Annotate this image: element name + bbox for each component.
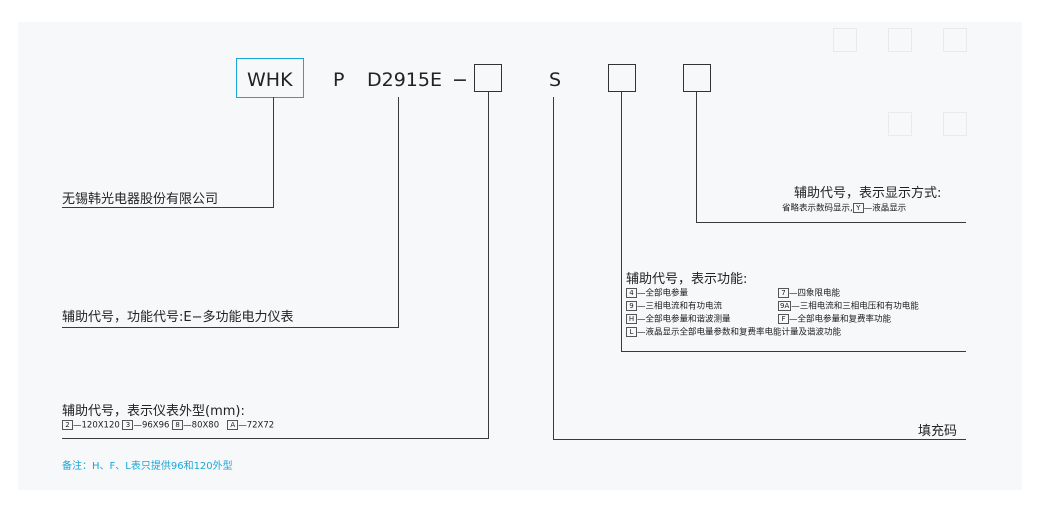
function-item-text: —液晶显示全部电量参数和复费率电能计量及谐波功能: [637, 327, 842, 338]
company-label: 无锡韩光电器股份有限公司: [62, 192, 219, 207]
decorative-square: [888, 28, 912, 52]
size-option-text: —72X72: [238, 420, 275, 431]
connector-line: [553, 439, 966, 441]
connector-line: [696, 92, 698, 223]
function-item-text: —四象限电能: [789, 288, 841, 299]
function-code-label: 辅助代号，功能代号:E−多功能电力仪表: [62, 310, 294, 325]
size-option-text: —96X96: [133, 420, 170, 431]
whk-highlight-box: [236, 58, 304, 98]
connector-line: [62, 438, 489, 440]
function-item: L—液晶显示全部电量参数和复费率电能计量及谐波功能: [626, 327, 841, 339]
size-code-badge: 8: [172, 420, 184, 430]
function-title: 辅助代号，表示功能:: [626, 272, 748, 287]
size-title: 辅助代号，表示仪表外型(mm):: [62, 404, 245, 419]
size-code-box: [474, 64, 502, 92]
function-item-text: —全部电参量和谐波测量: [637, 314, 731, 325]
function-item: F—全部电参量和复费率功能: [778, 314, 891, 326]
function-code-box: [608, 64, 636, 92]
size-options: 2—120X120 3—96X96 8—80X80 A—72X72: [62, 420, 274, 432]
decorative-square: [943, 112, 967, 136]
size-option-text: —120X120: [73, 420, 120, 431]
function-code-badge: 9A: [778, 301, 792, 311]
decorative-square: [943, 28, 967, 52]
display-code-box: [683, 64, 711, 92]
display-desc-text: —液晶显示: [863, 203, 907, 214]
function-item: 4—全部电参量: [626, 288, 688, 300]
decorative-square: [833, 28, 857, 52]
connector-line: [62, 207, 274, 209]
connector-line: [62, 327, 399, 329]
function-code-badge: L: [626, 327, 637, 337]
size-code-badge: 2: [62, 420, 73, 430]
function-code-badge: H: [626, 314, 637, 324]
function-code-badge: 4: [626, 288, 637, 298]
function-item-text: —全部电参量和复费率功能: [789, 314, 892, 325]
diagram-panel: [18, 22, 1022, 490]
fill-code-label: 填充码: [918, 424, 958, 439]
display-desc-text: 省略表示数码显示,: [782, 203, 853, 214]
size-option-text: —80X80: [183, 420, 220, 431]
size-code-badge: 3: [122, 420, 134, 430]
function-item: 9—三相电流和有功电流: [626, 301, 722, 313]
function-item: H—全部电参量和谐波测量: [626, 314, 731, 326]
function-code-badge: 9: [626, 301, 637, 311]
function-code-badge: 7: [778, 288, 789, 298]
function-item-text: —三相电流和三相电压和有功电能: [791, 301, 919, 312]
connector-line: [553, 97, 555, 440]
display-code-badge: Y: [852, 203, 864, 213]
connector-line: [696, 222, 966, 224]
display-mode-title: 辅助代号，表示显示方式:: [794, 186, 942, 201]
model-dash: −: [452, 69, 468, 91]
function-item: 9A—三相电流和三相电压和有功电能: [778, 301, 919, 313]
function-code-badge: F: [778, 314, 789, 324]
connector-line: [488, 92, 490, 439]
model-letter-p: P: [333, 69, 345, 91]
size-code-badge: A: [227, 420, 239, 430]
model-prefix-whk: WHK: [247, 69, 293, 91]
display-mode-desc: 省略表示数码显示,Y—液晶显示: [782, 203, 906, 215]
model-letter-s: S: [549, 69, 562, 91]
function-item-text: —三相电流和有功电流: [637, 301, 723, 312]
decorative-square: [888, 112, 912, 136]
function-item-text: —全部电参量: [637, 288, 689, 299]
function-item: 7—四象限电能: [778, 288, 840, 300]
model-code-d2915e: D2915E: [367, 69, 442, 91]
connector-line: [273, 97, 275, 208]
footnote: 备注：H、F、L表只提供96和120外型: [62, 461, 233, 472]
connector-line: [621, 92, 623, 352]
connector-line: [621, 351, 966, 353]
connector-line: [398, 97, 400, 328]
